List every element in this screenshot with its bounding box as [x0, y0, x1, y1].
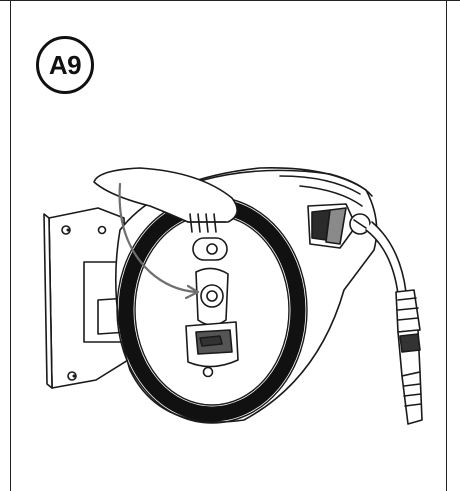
lid-flap — [93, 167, 238, 233]
right-border — [446, 0, 447, 491]
reel-face — [185, 237, 239, 378]
top-border — [0, 0, 460, 1]
hose-nozzle — [349, 213, 423, 425]
direction-arrow — [118, 182, 200, 300]
step-badge: A9 — [36, 36, 94, 94]
left-border — [10, 0, 11, 491]
